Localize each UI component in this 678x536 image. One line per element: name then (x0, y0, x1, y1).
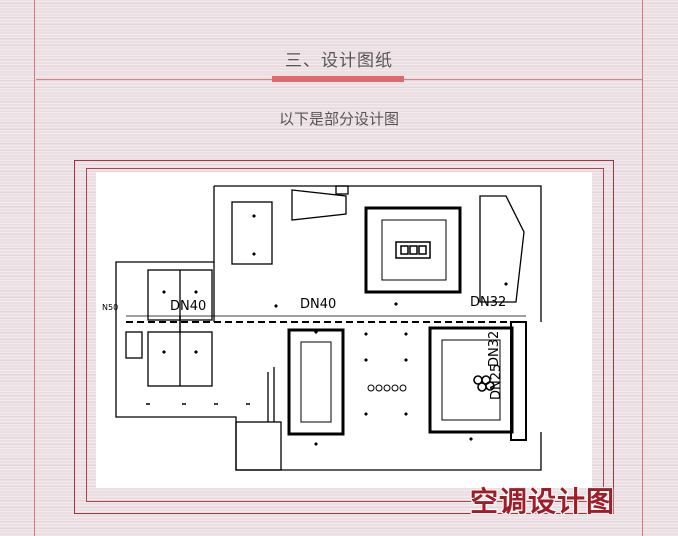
hvac-floor-plan: DN40 DN40 DN32 DN32 DN25 N50 (96, 172, 592, 488)
left-border-line (34, 0, 35, 536)
drawing-frame-outer (74, 160, 614, 514)
watermark-text: 空调设计图 (470, 485, 616, 518)
pipe-label: DN40 (170, 299, 206, 314)
pipe-label: DN32 (470, 295, 506, 310)
drawing-frame-inner (86, 168, 604, 502)
section-title: 三、设计图纸 (285, 51, 393, 71)
title-accent-bar (272, 76, 404, 82)
left-tag: N50 (102, 303, 118, 312)
pipe-label: DN25 (489, 364, 504, 400)
right-border-line (642, 0, 643, 536)
section-subtitle: 以下是部分设计图 (278, 110, 399, 128)
pipe-label: DN32 (487, 331, 502, 367)
pipe-label: DN40 (300, 297, 336, 312)
